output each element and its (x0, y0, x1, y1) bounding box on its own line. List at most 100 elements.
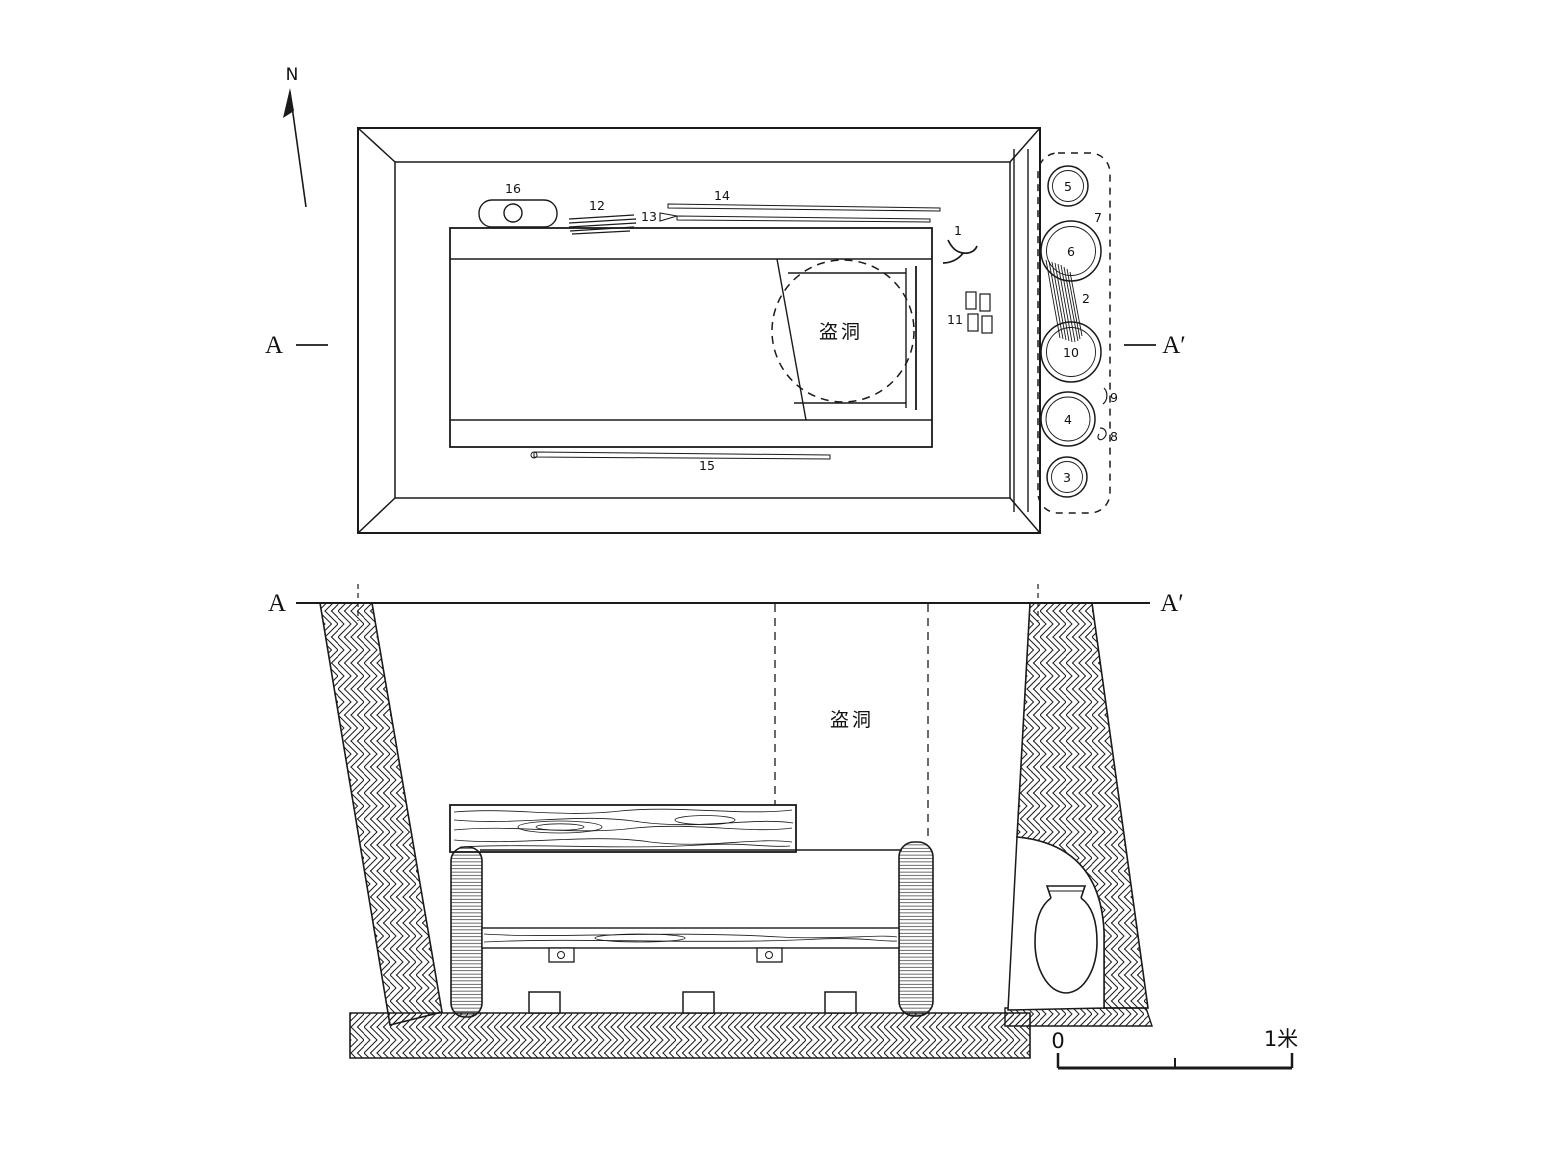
floor-board-outline (481, 927, 900, 949)
niche-find-9: 9 (1102, 387, 1118, 405)
tomb-pit-frame (357, 127, 1041, 534)
find-2-label: 2 (1082, 291, 1090, 306)
find-11-plaques (965, 291, 993, 334)
robber-hole-label-section: 盗洞 (830, 709, 874, 731)
find-11-label: 11 (947, 312, 963, 327)
scale-bar: 0 1米 (1051, 1027, 1298, 1070)
niche-outline (1037, 152, 1111, 514)
section-view: A A′ 盗洞 (268, 584, 1184, 1059)
find-12: 12 (568, 198, 637, 235)
outer-coffin-outline (449, 227, 933, 448)
foot-1 (528, 991, 561, 1014)
find-8-mark (1097, 427, 1107, 441)
find-16-box (478, 199, 558, 228)
tenon-block-2 (756, 947, 783, 963)
find-13-label: 13 (641, 209, 657, 224)
plan-marker-a: A (265, 332, 283, 359)
vessel-6-outer (1040, 220, 1102, 282)
tenon-peg-2 (765, 951, 773, 959)
robber-hole-circle (771, 259, 915, 403)
vessel-3-outer (1046, 456, 1088, 498)
vessel-5-outer (1047, 165, 1089, 207)
vessel-6-label: 6 (1067, 244, 1075, 259)
niche-section (1007, 836, 1105, 1011)
find-9-label: 9 (1110, 390, 1118, 405)
find-13-head (659, 212, 678, 222)
coffin-end-board-left (450, 846, 483, 1018)
vessel-10-outer (1040, 321, 1102, 383)
find-14-label: 14 (714, 188, 730, 203)
north-arrow: N (283, 65, 307, 208)
niche-floor-hatch (1004, 1007, 1153, 1027)
niche-find-5: 5 (1047, 165, 1089, 207)
north-arrow-head (283, 88, 294, 118)
robber-hole-label-plan: 盗洞 (819, 321, 863, 343)
vessel-4-outer (1040, 391, 1096, 447)
vessel-3-label: 3 (1063, 470, 1071, 485)
find-1: 1 (942, 223, 978, 264)
coffin-floor-board (481, 927, 900, 963)
niche-plan: 5 6 2 (1037, 152, 1118, 514)
scale-max-label: 1米 (1264, 1027, 1298, 1051)
section-marker-a-prime: A′ (1160, 590, 1184, 617)
find-12-label: 12 (589, 198, 605, 213)
find-14: 14 (667, 188, 941, 212)
miter-bottom-left (357, 497, 396, 534)
pot-body (1034, 897, 1098, 994)
coffin-lid-plank (449, 804, 797, 853)
find-15-end (530, 451, 538, 459)
miter-top-left (357, 127, 396, 163)
find-1-label: 1 (954, 223, 962, 238)
floor-hatch (349, 1012, 1031, 1059)
coffin-section (449, 804, 934, 1018)
tenon-blocks (548, 947, 783, 963)
lid-wood-grain (453, 808, 794, 848)
vessel-4-label: 4 (1064, 412, 1072, 427)
find-1-arm-1 (947, 239, 978, 255)
coffin-feet (528, 991, 857, 1014)
miter-bottom-right (1009, 497, 1041, 534)
earth-floor (349, 1007, 1153, 1059)
niche-find-8: 8 (1097, 427, 1118, 444)
find-14-shaft (667, 203, 941, 212)
tenon-peg-1 (557, 951, 565, 959)
plan-section-marker-right: A′ (1124, 332, 1186, 359)
tenon-block-1 (548, 947, 575, 963)
plan-view: A A′ 盗洞 16 (265, 127, 1186, 534)
plan-marker-a-prime: A′ (1162, 332, 1186, 359)
left-wall-hatch (319, 602, 443, 1026)
niche-find-10: 10 (1040, 321, 1102, 383)
find-11: 11 (947, 291, 993, 334)
inner-coffin-plan (788, 266, 917, 410)
find-9-mark (1102, 387, 1108, 405)
collapse-edge-line (776, 258, 807, 421)
plan-section-marker-left: A (265, 332, 328, 359)
pot-rim (1045, 885, 1087, 899)
vessel-10-label: 10 (1063, 345, 1079, 360)
find-16-label: 16 (505, 181, 521, 196)
section-marker-a: A (268, 590, 286, 617)
floor-board-grain (483, 933, 898, 943)
foot-3 (824, 991, 857, 1014)
vessel-5-label: 5 (1064, 179, 1072, 194)
coffin-end-board-right (898, 841, 934, 1017)
niche-find-3: 3 (1046, 456, 1088, 498)
pit-outer-edge (357, 127, 1041, 534)
pit-inner-edge (394, 161, 1011, 499)
find-12-slats (568, 214, 637, 235)
niche-find-6: 6 (1040, 220, 1102, 282)
robber-hole-section: 盗洞 (774, 604, 929, 842)
find-15-shaft (533, 451, 831, 460)
find-15-label: 15 (699, 458, 715, 473)
earth-left-wall (319, 602, 443, 1026)
scale-zero-label: 0 (1051, 1029, 1064, 1053)
north-label: N (286, 65, 299, 85)
find-1-arm-2 (942, 252, 964, 264)
find-7-label: 7 (1094, 210, 1102, 225)
find-8-label: 8 (1110, 429, 1118, 444)
miter-top-right (1009, 127, 1041, 163)
vessel-10-inner (1046, 327, 1096, 377)
vessel-5-inner (1052, 170, 1084, 202)
